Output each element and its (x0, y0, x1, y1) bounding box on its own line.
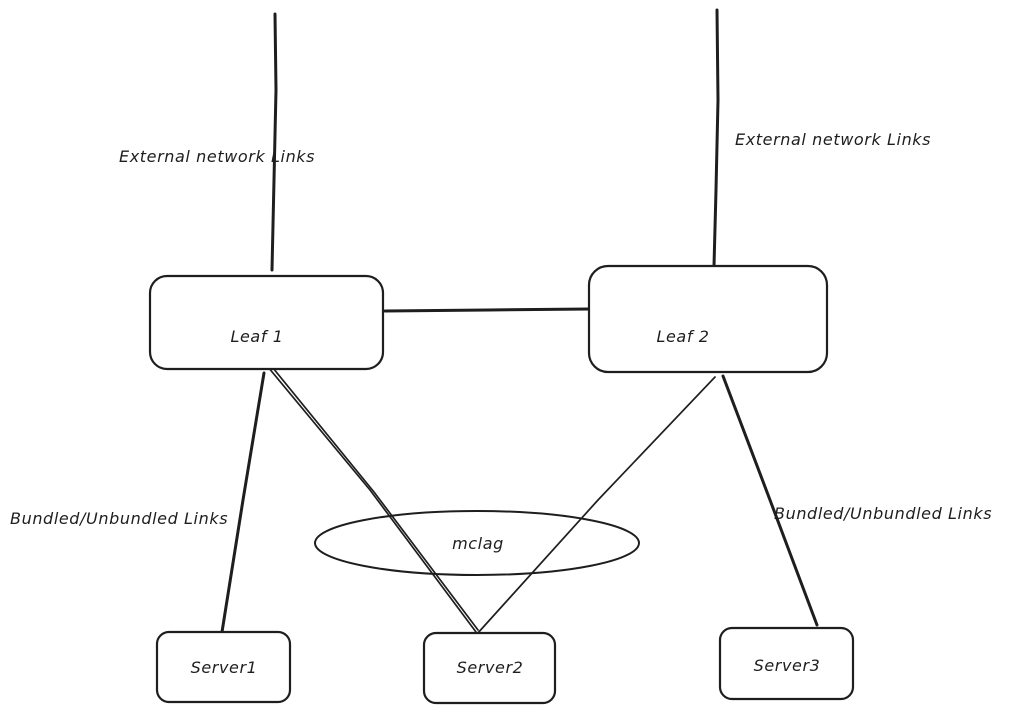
link-leaf2-server2 (476, 376, 716, 635)
mclag-group (314, 510, 640, 576)
external-link-leaf2 (712, 8, 720, 268)
leaf1-box (148, 274, 385, 371)
server3-label: Server3 (754, 656, 821, 675)
link-leaf1-server2-shadow (272, 367, 479, 631)
server1-box (155, 630, 292, 704)
external-links-label-left: External network Links (119, 147, 315, 166)
link-leaf1-server1 (220, 371, 266, 634)
leaf1-label: Leaf 1 (230, 327, 283, 346)
bundled-links-label-right: Bundled/Unbundled Links (774, 504, 992, 523)
leaf2-label: Leaf 2 (656, 327, 709, 346)
leaf2-box (587, 264, 829, 374)
link-leaf2-server3 (721, 374, 819, 627)
server3-box (718, 626, 855, 701)
external-links-label-right: External network Links (735, 130, 931, 149)
external-link-leaf1 (270, 12, 278, 272)
server1-label: Server1 (191, 658, 258, 677)
link-leaf1-server2 (267, 366, 477, 633)
mclag-label: mclag (452, 534, 504, 553)
bundled-links-label-left: Bundled/Unbundled Links (10, 509, 228, 528)
peer-link (383, 307, 592, 313)
server2-label: Server2 (457, 658, 524, 677)
server2-box (422, 631, 557, 705)
